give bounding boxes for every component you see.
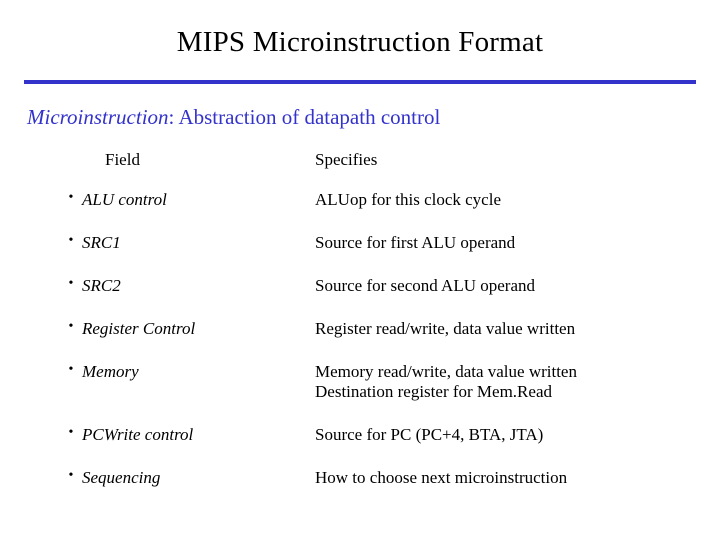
field-cell: • SRC2 [60, 276, 315, 296]
specifies-cell: Source for first ALU operand [315, 233, 700, 253]
specifies-cell: Register read/write, data value written [315, 319, 700, 339]
bullet-icon: • [68, 362, 74, 377]
specifies-text: How to choose next microinstruction [315, 468, 568, 487]
field-label: ALU control [82, 190, 167, 209]
field-label: Register Control [82, 319, 196, 338]
specifies-text: Register read/write, data value written [315, 319, 576, 338]
microinstruction-table: Field Specifies • ALU control ALUop for t… [60, 150, 700, 511]
column-header-specifies: Specifies [315, 150, 378, 169]
specifies-text: Source for first ALU operand [315, 233, 516, 252]
table-row: • Register Control Register read/write, d… [60, 319, 700, 362]
specifies-cell: How to choose next microinstruction [315, 468, 700, 488]
field-label: Memory [82, 362, 139, 381]
table-row: • ALU control ALUop for this clock cycle [60, 190, 700, 233]
field-cell: • SRC1 [60, 233, 315, 253]
bullet-icon: • [68, 190, 74, 205]
specifies-text-line2: Destination register for Mem.Read [315, 382, 552, 401]
table-row: • PCWrite control Source for PC (PC+4, BT… [60, 425, 700, 468]
field-cell: • ALU control [60, 190, 315, 210]
specifies-text: Source for PC (PC+4, BTA, JTA) [315, 425, 544, 444]
field-label: SRC2 [82, 276, 121, 295]
field-cell: • PCWrite control [60, 425, 315, 445]
field-label: SRC1 [82, 233, 121, 252]
subtitle: Microinstruction: Abstraction of datapat… [27, 105, 440, 130]
bullet-icon: • [68, 319, 74, 334]
table-row: • SRC1 Source for first ALU operand [60, 233, 700, 276]
field-cell: • Register Control [60, 319, 315, 339]
specifies-cell: Source for PC (PC+4, BTA, JTA) [315, 425, 700, 445]
table-row: • SRC2 Source for second ALU operand [60, 276, 700, 319]
field-label: Sequencing [82, 468, 161, 487]
table-row: • Memory Memory read/write, data value wr… [60, 362, 700, 425]
specifies-text: ALUop for this clock cycle [315, 190, 501, 209]
field-label: PCWrite control [82, 425, 194, 444]
specifies-text: Memory read/write, data value written [315, 362, 577, 381]
bullet-icon: • [68, 233, 74, 248]
field-cell: • Sequencing [60, 468, 315, 488]
table-row: • Sequencing How to choose next microinst… [60, 468, 700, 511]
subtitle-rest: : Abstraction of datapath control [168, 105, 441, 129]
table-header-row: Field Specifies [60, 150, 700, 170]
page-title: MIPS Microinstruction Format [176, 26, 544, 58]
specifies-text: Source for second ALU operand [315, 276, 535, 295]
specifies-cell: ALUop for this clock cycle [315, 190, 700, 210]
subtitle-emphasis: Microinstruction [27, 105, 169, 129]
bullet-icon: • [68, 276, 74, 291]
column-header-field: Field [105, 150, 140, 169]
specifies-cell: Memory read/write, data value written De… [315, 362, 700, 402]
specifies-cell: Source for second ALU operand [315, 276, 700, 296]
bullet-icon: • [68, 425, 74, 440]
field-cell: • Memory [60, 362, 315, 382]
bullet-icon: • [68, 468, 74, 483]
title-divider [24, 80, 696, 84]
